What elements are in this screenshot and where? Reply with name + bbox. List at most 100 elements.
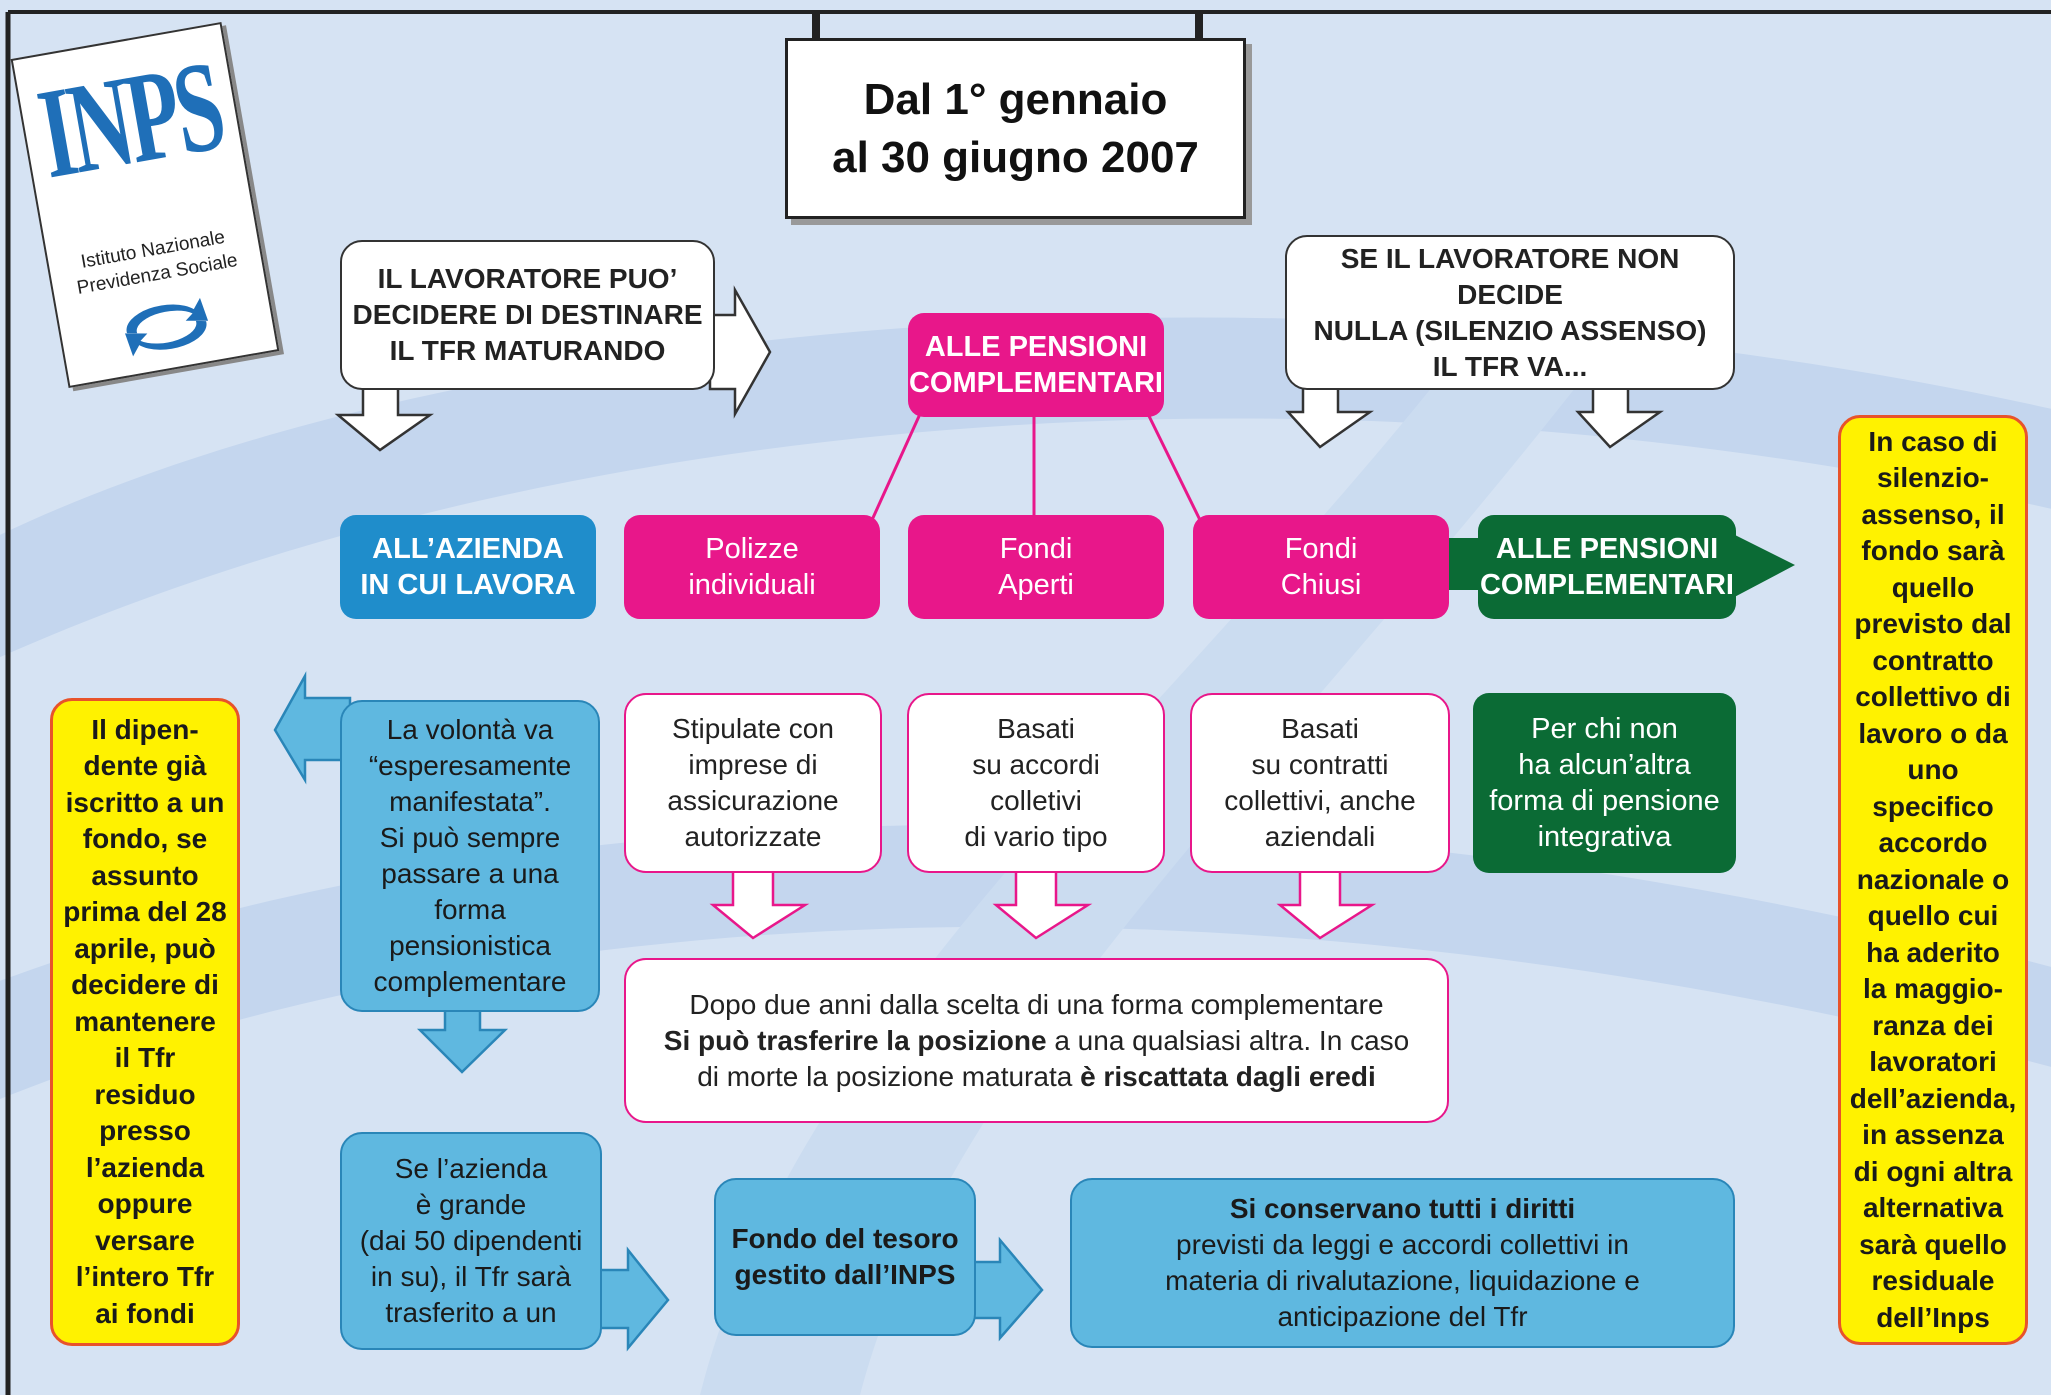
bubble-text: IL TFR MATURANDO [389,335,666,366]
down-arrow [1276,868,1377,940]
note-text: accordo [1878,827,1988,859]
logo-wordmark: INPS [28,32,231,206]
right-arrow [971,1236,1044,1342]
trasferimento-bold: è riscattata dagli eredi [1080,1060,1376,1092]
note-silenzio-assenso: In caso di silenzio- assenso, il fondo s… [1838,415,2028,1345]
note-text: oppure [97,1188,193,1220]
volonta-text: Si può sempre [379,822,561,853]
note-text: iscritto a un [65,786,225,818]
detail-text: Stipulate con [672,713,834,744]
note-text: l’intero Tfr [75,1261,215,1293]
detail-text: collettivi, anche [1224,785,1416,816]
detail-text: imprese di [688,749,818,780]
note-text: dell’azienda, [1849,1082,2017,1114]
note-text: collettivo di [1855,681,2011,713]
azienda-box: ALL’AZIENDA IN CUI LAVORA [340,515,596,619]
note-text: silenzio- [1876,462,1989,494]
trasferimento-text: di morte la posizione maturata [697,1060,1081,1092]
trasferimento-line: Si può trasferire la posizione a una qua… [664,1023,1409,1059]
note-text: specifico [1872,790,1994,822]
bubble-text: SE IL LAVORATORE NON DECIDE [1340,242,1680,310]
detail-text: integrativa [1537,821,1672,853]
note-text: nazionale o [1856,863,2010,895]
detail-text: colletivi [990,785,1082,816]
azienda-grande-text: trasferito a un [385,1297,557,1328]
diritti-text: anticipazione del Tfr [1277,1301,1528,1332]
detail-text: aziendali [1264,821,1376,852]
note-text: quello [1891,571,1975,603]
detail-text: forma di pensione [1489,785,1720,817]
speech-bubble-choice: IL LAVORATORE PUO’ DECIDERE DI DESTINARE… [340,240,715,390]
chiusi-detail-box: Basati su contratti collettivi, anche az… [1190,693,1450,873]
diritti-box: Si conservano tutti i diritti previsti d… [1070,1178,1735,1348]
down-arrow [709,868,810,940]
bubble-text: NULLA (SILENZIO ASSENSO) [1313,314,1707,346]
fondo-tesoro-box: Fondo del tesoro gestito dall’INPS [714,1178,976,1336]
right-arrow [708,285,772,419]
azienda-grande-text: è grande [415,1189,527,1220]
box-label: individuali [688,569,816,601]
note-text: dell’Inps [1876,1301,1990,1333]
connector-line [870,413,922,521]
speech-bubble-silence: SE IL LAVORATORE NON DECIDE NULLA (SILEN… [1285,235,1735,390]
box-label: ALLE PENSIONI [1495,533,1719,565]
box-label: ALL’AZIENDA [372,533,564,565]
fondo-tesoro-text: gestito dall’INPS [734,1259,956,1290]
note-text: contratto [1872,644,1994,676]
page-title: Dal 1° gennaio [863,74,1168,124]
aperti-detail-box: Basati su accordi colletivi di vario tip… [907,693,1165,873]
diritti-heading: Si conservano tutti i diritti [1229,1193,1576,1224]
trasferimento-line: di morte la posizione maturata è riscatt… [697,1059,1376,1095]
diritti-text: materia di rivalutazione, liquidazione e [1165,1265,1640,1296]
note-text: ranza dei [1872,1009,1994,1041]
trasferimento-box: Dopo due anni dalla scelta di una forma … [624,958,1449,1123]
inps-logo: INPS Istituto Nazionale Previdenza Socia… [10,21,280,389]
azienda-grande-text: in su), il Tfr sarà [370,1261,572,1292]
connector-line [1146,413,1202,521]
note-text: lavoratori [1869,1046,1997,1078]
pensioni-complementari-box: ALLE PENSIONI COMPLEMENTARI [908,313,1164,417]
detail-text: autorizzate [684,821,822,852]
sign-hanger-left [812,12,820,60]
right-arrow [596,1246,670,1352]
box-label: Chiusi [1280,569,1362,601]
note-text: la maggio- [1862,973,2003,1005]
box-label: COMPLEMENTARI [1479,569,1734,601]
volonta-text: “esperesamente [368,750,572,781]
note-text: mantenere [74,1005,216,1037]
azienda-grande-box: Se l’azienda è grande (dai 50 dipendenti… [340,1132,602,1350]
polizze-individuali-box: Polizze individuali [624,515,880,619]
note-text: fondo sarà [1861,535,2005,567]
green-detail-box: Per chi non ha alcun’altra forma di pens… [1473,693,1736,873]
detail-text: Per chi non [1531,713,1678,745]
note-text: residuo [94,1078,196,1110]
note-text: uno [1907,754,1959,786]
box-label: Fondi [999,533,1073,565]
recycle-arrows-icon [124,297,209,357]
box-label: COMPLEMENTARI [908,367,1163,399]
note-text: l’azienda [85,1151,205,1183]
bubble-text: IL TFR VA... [1432,350,1588,382]
note-text: presso [99,1115,191,1147]
pensioni-complementari-default-box: ALLE PENSIONI COMPLEMENTARI [1478,515,1736,619]
left-arrow [273,671,352,785]
fondi-chiusi-box: Fondi Chiusi [1193,515,1449,619]
volonta-text: pensionistica [389,930,551,961]
note-text: aprile, può [74,932,216,964]
volonta-text: forma [434,894,506,925]
note-text: fondo, se [82,823,208,855]
box-label: Fondi [1284,533,1358,565]
note-text: prima del 28 [63,896,227,928]
azienda-grande-text: Se l’azienda [394,1153,548,1184]
sign-hanger-right [1195,12,1203,60]
polizze-detail-box: Stipulate con imprese di assicurazione a… [624,693,882,873]
detail-text: su contratti [1251,749,1389,780]
bubble-text: IL LAVORATORE PUO’ [377,263,678,294]
trasferimento-text: Dopo due anni dalla scelta di una forma … [689,988,1384,1020]
box-label: IN CUI LAVORA [360,569,576,601]
fondo-tesoro-text: Fondo del tesoro [731,1223,959,1254]
azienda-grande-text: (dai 50 dipendenti [359,1225,583,1256]
bubble-text: DECIDERE DI DESTINARE [352,299,703,330]
page-title: al 30 giugno 2007 [832,132,1199,182]
detail-text: Basati [997,713,1075,744]
